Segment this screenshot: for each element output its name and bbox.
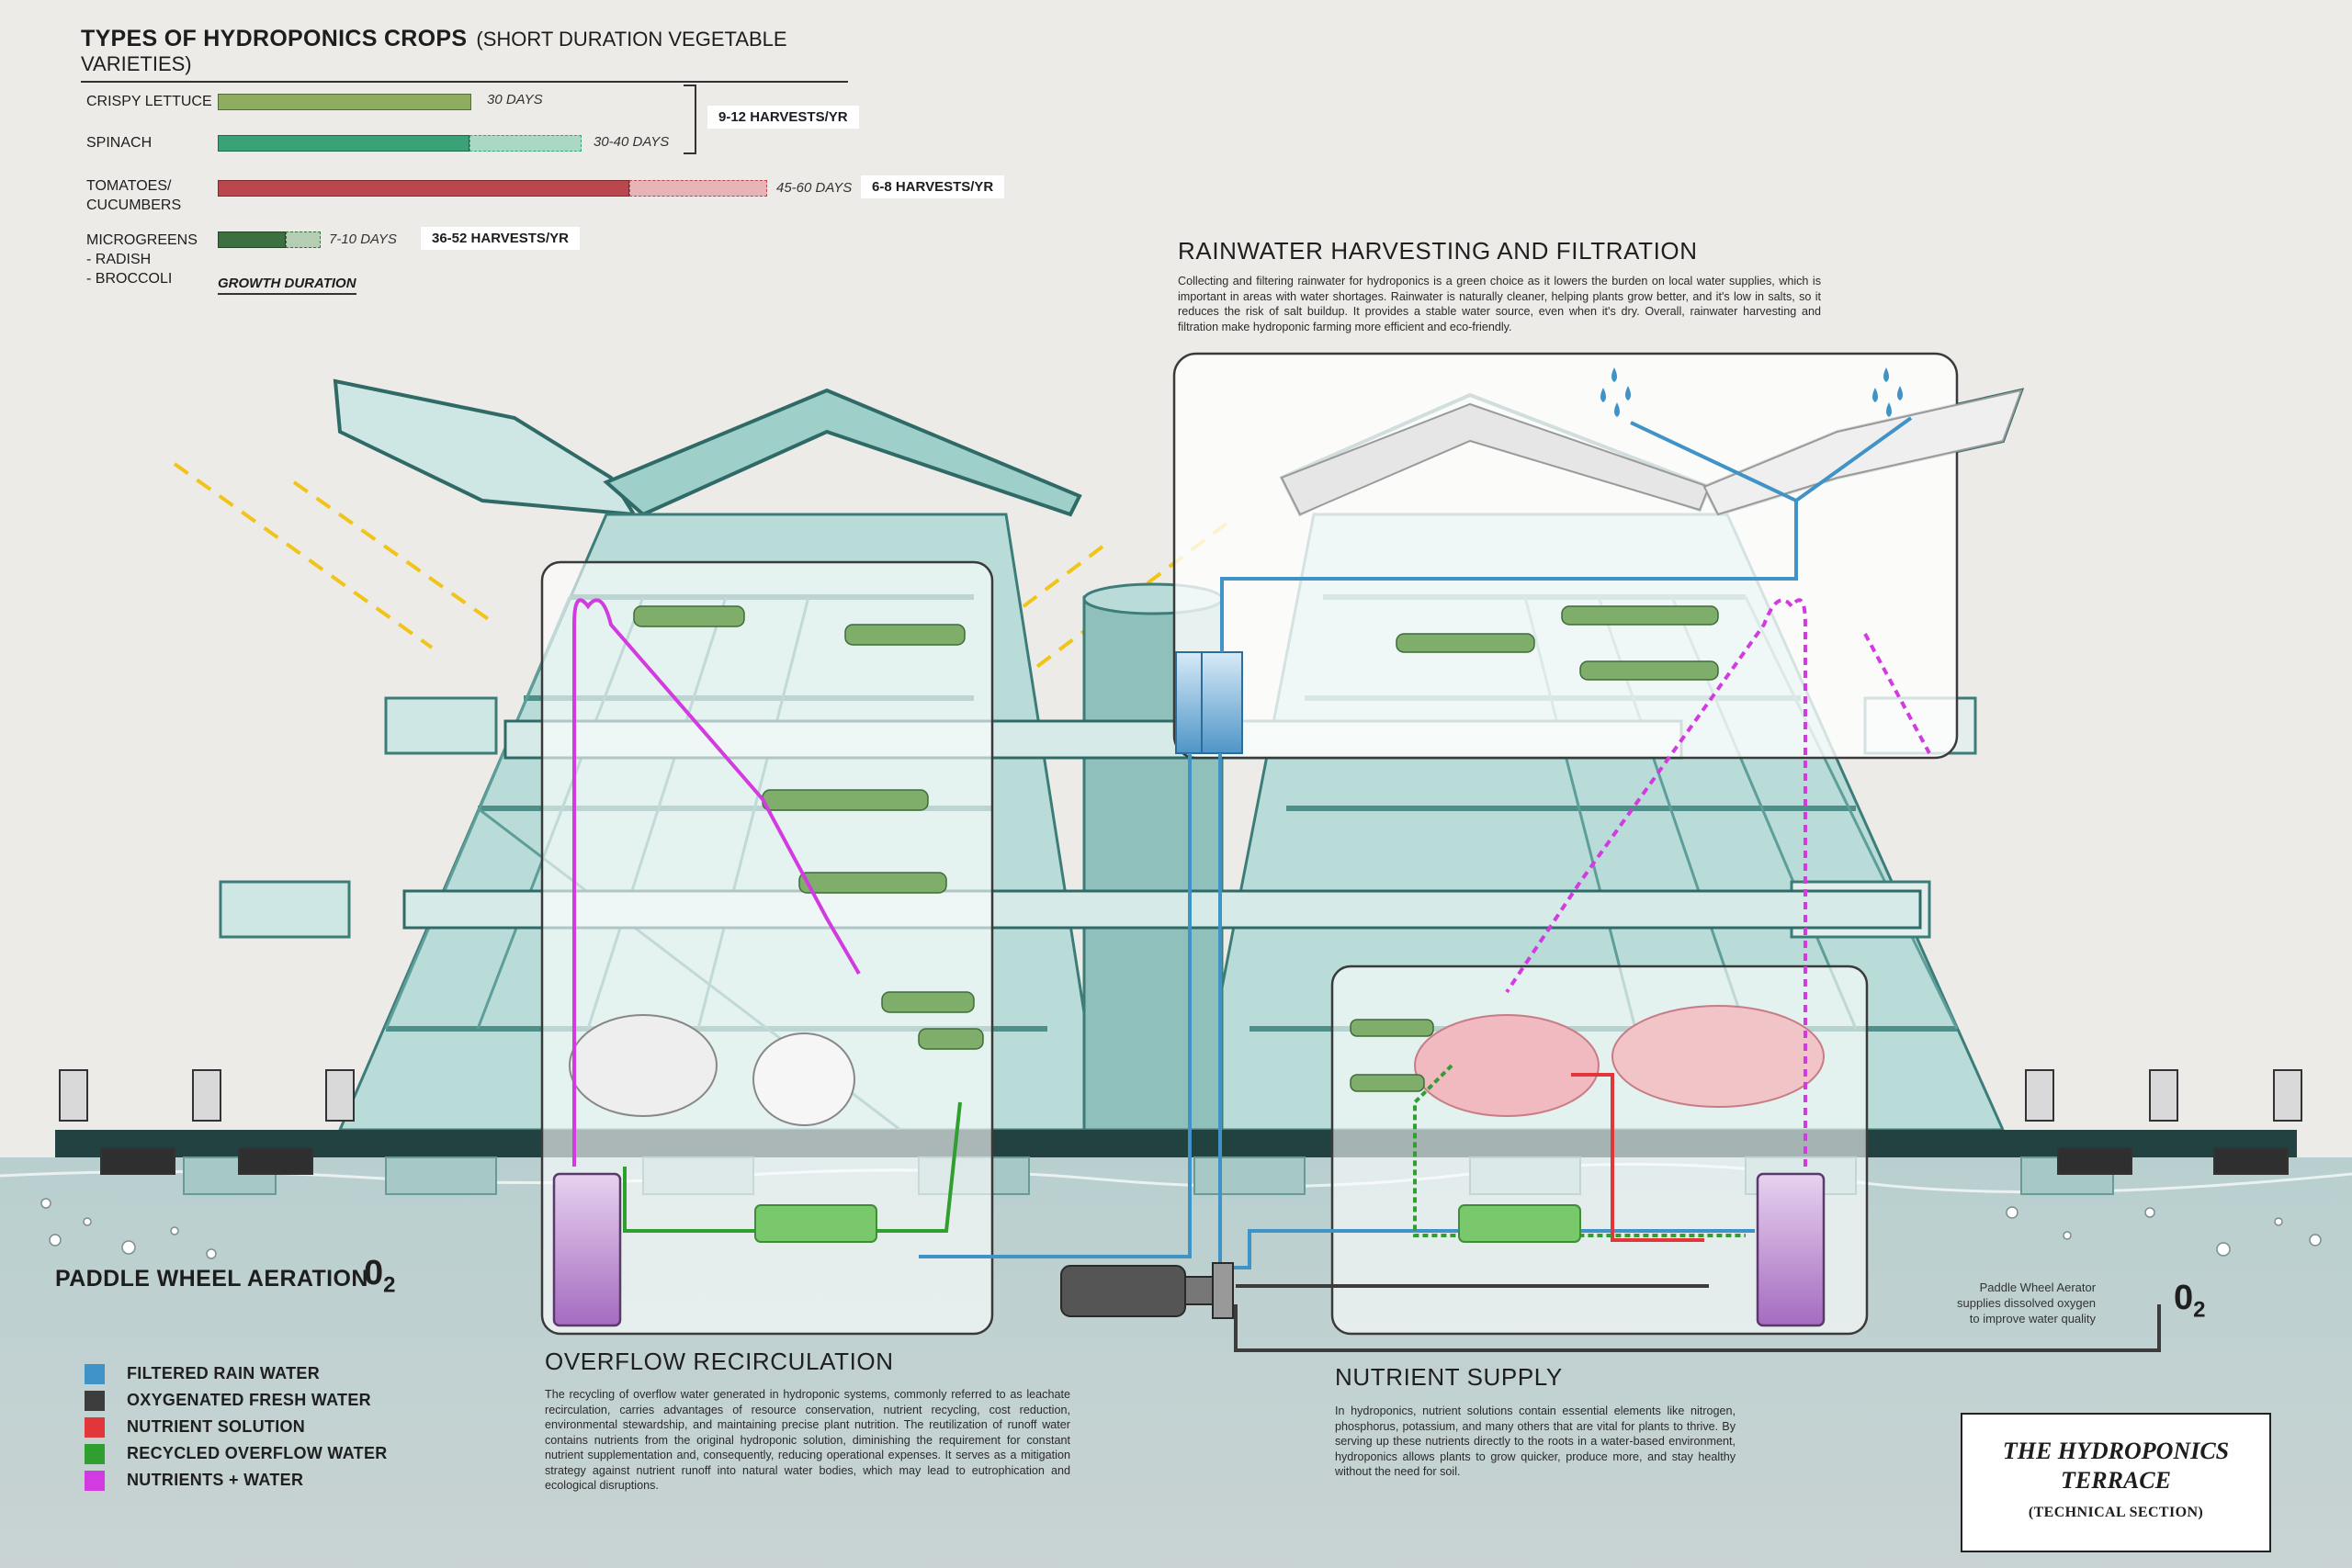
legend-label: NUTRIENT SOLUTION [127,1417,306,1436]
overflow-text: The recycling of overflow water generate… [545,1388,1070,1492]
bar-tomatoes-extension [629,180,767,197]
crop-label-lettuce: CRISPY LETTUCE [86,94,212,109]
days-tomatoes: 45-60 DAYS [776,180,853,196]
aeration-bubbles [40,1198,2322,1259]
oxygenated-water-pipes [1234,1284,2161,1352]
nutrient-tanks [552,1172,1826,1327]
legend-item-nutrient-solution: NUTRIENT SOLUTION [85,1414,388,1440]
overflow-callout-box [540,560,994,1336]
bar-lettuce [218,94,471,110]
title-block-line1: THE HYDROPONICS [2002,1438,2230,1464]
legend-swatch-dark [85,1390,105,1411]
days-spinach: 30-40 DAYS [594,134,670,150]
title-block-line2: TERRACE [2061,1467,2171,1494]
rain-drops-icon [1600,367,1903,417]
water-body [0,1157,2352,1568]
legend-label: OXYGENATED FRESH WATER [127,1391,371,1409]
filtered-rain-water-pipes [919,416,1913,1269]
badge-harvests-9-12: 9-12 HARVESTS/YR [707,106,859,129]
paddle-wheel-aerators [59,1069,2302,1175]
days-lettuce: 30 DAYS [487,92,543,107]
legend-item-filtered-rain-water: FILTERED RAIN WATER [85,1360,388,1387]
bar-spinach [218,135,469,152]
rainwater-text: Collecting and filtering rainwater for h… [1178,275,1821,333]
crops-subtitle: (SHORT DURATION VEGETABLE VARIETIES) [81,28,787,75]
rainwater-callout-box [1172,352,2023,760]
paddle-wheel-note: Paddle Wheel Aerator supplies dissolved … [1957,1280,2097,1325]
crops-title: TYPES OF HYDROPONICS CROPS [81,26,468,51]
days-microgreens: 7-10 DAYS [329,231,397,247]
crop-label-spinach: SPINACH [86,135,153,151]
bar-microgreens-extension [286,231,321,248]
legend-swatch-green [85,1443,105,1464]
legend-item-oxygenated-fresh-water: OXYGENATED FRESH WATER [85,1387,388,1414]
nutrient-text: In hydroponics, nutrient solutions conta… [1335,1404,1736,1478]
nutrients-water-pipes [572,598,1931,1167]
bar-microgreens [218,231,286,248]
legend-swatch-magenta [85,1470,105,1491]
legend-swatch-red [85,1416,105,1438]
legend-item-nutrients-water: NUTRIENTS + WATER [85,1467,388,1494]
legend-label: RECYCLED OVERFLOW WATER [127,1444,388,1462]
crop-label-tomatoes: TOMATOES/ CUCUMBERS [86,178,182,213]
flow-legend: FILTERED RAIN WATER OXYGENATED FRESH WAT… [85,1360,388,1494]
nutrient-title: NUTRIENT SUPPLY [1335,1363,1563,1391]
water-pump [1060,1262,1234,1319]
bar-tomatoes [218,180,629,197]
badge-harvests-36-52: 36-52 HARVESTS/YR [421,227,580,250]
legend-label: FILTERED RAIN WATER [127,1364,321,1382]
title-block-line3: (TECHNICAL SECTION) [2028,1505,2204,1520]
bar-spinach-extension [469,135,582,152]
nutrient-solution-pipes [1571,1073,1704,1242]
legend-label: NUTRIENTS + WATER [127,1471,304,1489]
deck [55,1130,2297,1157]
harvest-bracket [684,85,696,154]
crops-panel-title: TYPES OF HYDROPONICS CROPS(SHORT DURATIO… [81,26,848,83]
o2-left-label: 02 [364,1254,396,1298]
paddle-wheel-title: PADDLE WHEEL AERATION [55,1266,368,1292]
legend-item-recycled-overflow-water: RECYCLED OVERFLOW WATER [85,1440,388,1467]
badge-harvests-6-8: 6-8 HARVESTS/YR [861,175,1005,198]
o2-right-label: 02 [2174,1279,2206,1323]
crop-label-microgreens: MICROGREENS - RADISH - BROCCOLI [86,232,198,287]
rainwater-title: RAINWATER HARVESTING AND FILTRATION [1178,237,1698,265]
title-block: THE HYDROPONICS TERRACE (TECHNICAL SECTI… [1961,1413,2271,1552]
overflow-filters [754,1204,1581,1243]
overflow-title: OVERFLOW RECIRCULATION [545,1348,894,1375]
growth-duration-label: GROWTH DURATION [218,276,356,295]
legend-swatch-blue [85,1363,105,1384]
